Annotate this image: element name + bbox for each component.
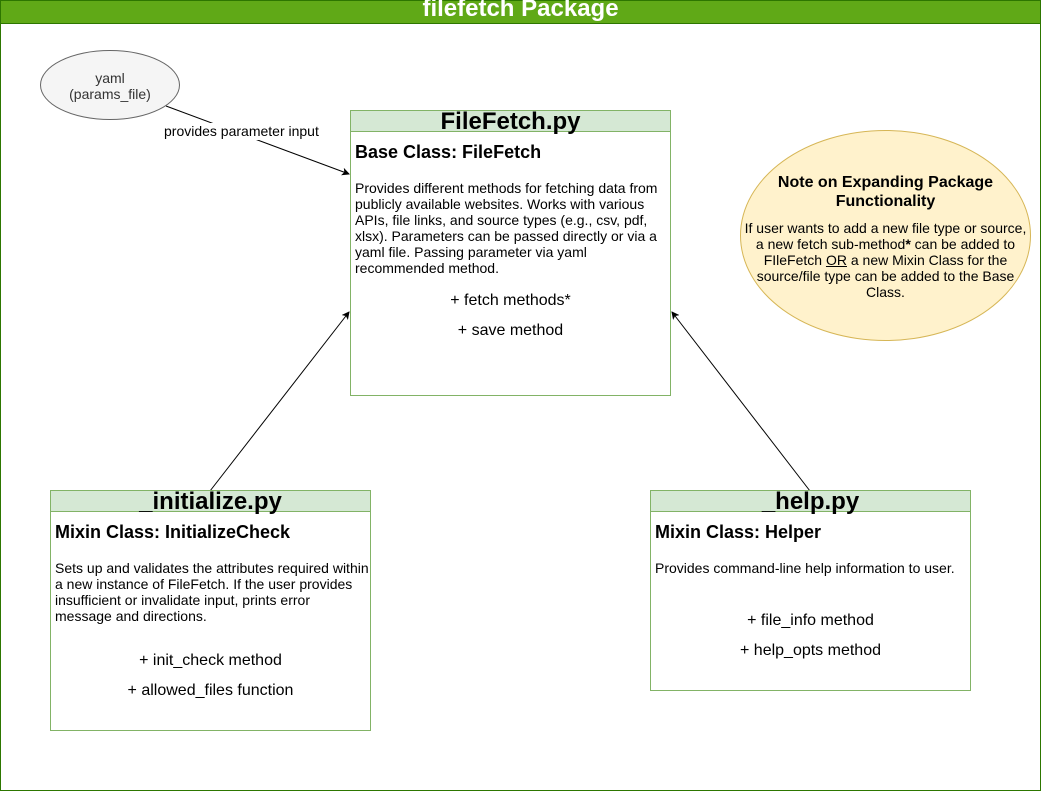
note-body-part2: can be added to FIleFetch [763, 236, 1016, 268]
help-method-help-opts: + help_opts method [740, 642, 881, 659]
filefetch-method-fetch: + fetch methods* [450, 292, 571, 309]
help-description: Provides command-line help information t… [655, 560, 955, 576]
help-box: _help.py Mixin Class: Helper Provides co… [650, 490, 971, 691]
help-class-name: Mixin Class: Helper [655, 522, 822, 542]
initialize-class-name: Mixin Class: InitializeCheck [55, 522, 291, 542]
initialize-header-text: _initialize.py [139, 488, 282, 515]
note-body-part1: If user wants to add a new file type or … [744, 220, 1027, 252]
params-node-line2: (params_file) [69, 86, 151, 102]
params-node-line1: yaml [95, 70, 125, 86]
params-file-node: yaml (params_file) [40, 50, 180, 120]
filefetch-header: FileFetch.py [351, 108, 670, 135]
note-body: If user wants to add a new file type or … [743, 220, 1028, 300]
filefetch-description: Provides different methods for fetching … [355, 180, 658, 276]
initialize-method-allowed-files: + allowed_files function [127, 682, 294, 699]
edge-help-to-filefetch [671, 311, 811, 492]
package-title-bar: filefetch Package [1, 0, 1040, 24]
initialize-method-init-check: + init_check method [139, 652, 282, 669]
note-title: Note on Expanding Package Functionality [777, 174, 994, 210]
edge-initialize-to-filefetch [209, 311, 350, 492]
filefetch-box: FileFetch.py Base Class: FileFetch Provi… [350, 110, 671, 396]
help-header-text: _help.py [761, 488, 860, 515]
filefetch-header-text: FileFetch.py [440, 108, 581, 135]
filefetch-class-name: Base Class: FileFetch [355, 142, 542, 162]
note-body-or: OR [825, 252, 847, 268]
expansion-note: Note on Expanding Package Functionality … [740, 130, 1031, 341]
help-method-file-info: + file_info method [747, 612, 874, 629]
initialize-header: _initialize.py [51, 488, 370, 515]
help-header: _help.py [651, 488, 970, 515]
edge-params-to-filefetch [165, 105, 350, 176]
filefetch-method-save: + save method [457, 322, 564, 339]
edge-label-parameter-input: provides parameter input [160, 123, 323, 140]
note-body-star: * [905, 236, 911, 252]
note-body-part3: a new Mixin Class for the source/file ty… [756, 252, 1015, 300]
package-title: filefetch Package [422, 0, 619, 22]
initialize-box: _initialize.py Mixin Class: InitializeCh… [50, 490, 371, 731]
initialize-description: Sets up and validates the attributes req… [55, 560, 369, 624]
